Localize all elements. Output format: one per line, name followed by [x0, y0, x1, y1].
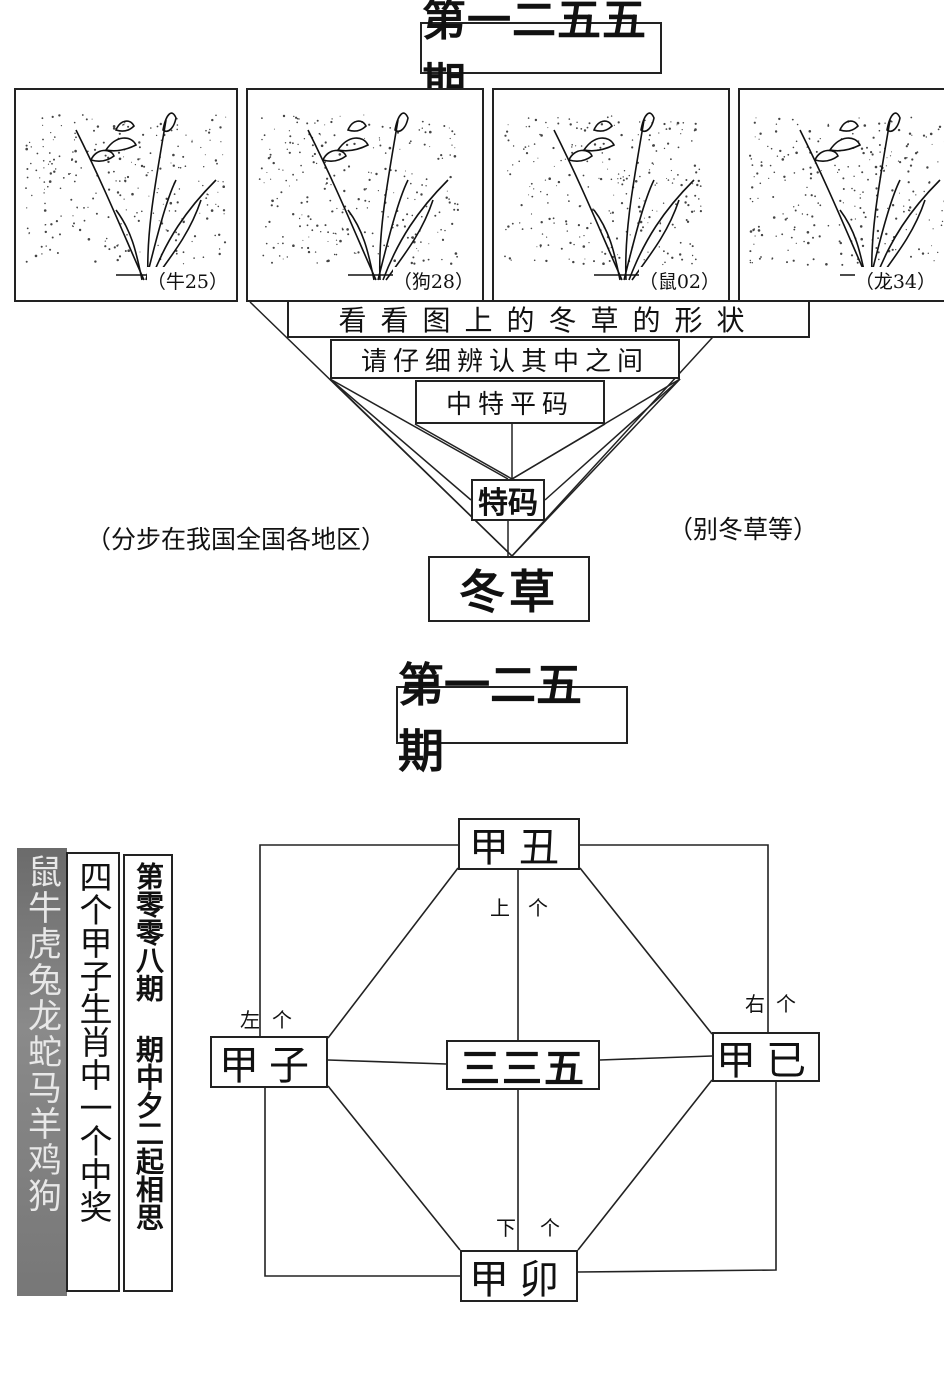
- instruction-line-1: 看看图上的冬草的形状: [287, 300, 810, 338]
- plant-frame-4: （龙34）: [738, 88, 944, 302]
- label-top-a: 上: [490, 896, 510, 920]
- instruction-line-2: 请仔细辨认其中之间: [330, 339, 680, 379]
- funnel-lines: [249, 301, 746, 557]
- label-bottom-a: 下: [496, 1216, 516, 1240]
- label-left-b: 个: [272, 1008, 292, 1032]
- instruction-line-3: 中特平码: [415, 380, 605, 424]
- hint-column: 四个甲子生肖中一个中奖: [66, 852, 120, 1292]
- plant-frame-2: （狗28）: [246, 88, 484, 302]
- label-right-a: 右: [745, 992, 765, 1016]
- node-right: 甲已: [712, 1032, 820, 1084]
- label-bottom-b: 个: [540, 1216, 560, 1240]
- note-left: （分步在我国全国各地区）: [86, 525, 387, 554]
- frame-label: （龙34）: [854, 267, 936, 294]
- plant-illustration-icon: [504, 112, 702, 281]
- label-left-a: 左: [240, 1008, 260, 1032]
- node-center: 三三五: [446, 1040, 600, 1092]
- node-left: 甲子: [210, 1036, 328, 1089]
- plant-frame-1: （牛25）: [14, 88, 238, 302]
- label-right-b: 个: [776, 992, 796, 1016]
- zodiac-column: 鼠牛虎兔龙蛇马羊鸡狗: [17, 848, 67, 1296]
- frame-label: （狗28）: [392, 267, 474, 294]
- node-bottom: 甲卯: [460, 1250, 578, 1303]
- label-top-b: 个: [528, 896, 548, 920]
- note-right: （别冬草等）: [668, 515, 819, 544]
- plant-frame-3: （鼠02）: [492, 88, 730, 302]
- frame-label: （鼠02）: [638, 267, 720, 294]
- issue-column: 第零零八期 期中夕二起相思: [123, 854, 173, 1292]
- tema-box: 特码: [471, 479, 545, 521]
- node-top: 甲丑: [458, 818, 580, 871]
- plant-illustration-icon: [258, 112, 459, 281]
- answer-box: 冬草: [428, 556, 590, 622]
- frame-label: （牛25）: [146, 267, 228, 294]
